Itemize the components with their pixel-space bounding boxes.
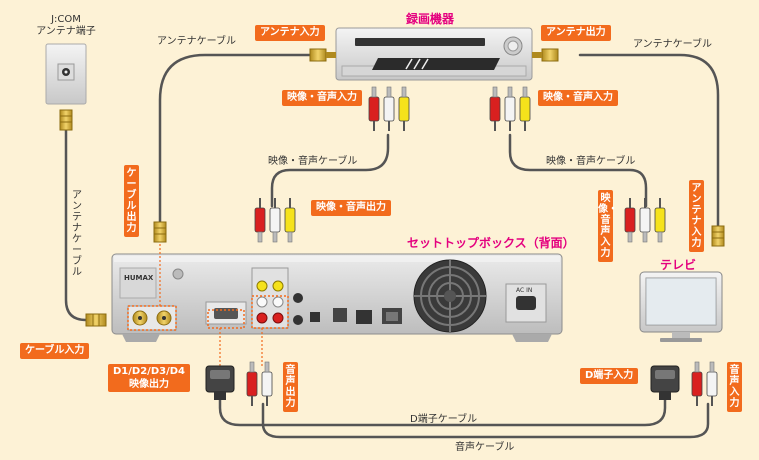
rca-plug-recorder-in-yellow (398, 86, 410, 131)
d-terminal-plug-tv (650, 365, 680, 400)
audio-cable (261, 402, 710, 439)
d-in-tag: D端子入力 (580, 368, 639, 384)
av-cable-right-label: 映像・音声ケーブル (546, 156, 636, 167)
antenna-cable-recorder-to-tv (578, 53, 720, 230)
jcom-wall-outlet (45, 43, 87, 131)
rca-plug-tv-white (639, 198, 651, 243)
av-in-recorder-tag: 映像・音声入力 (282, 90, 362, 106)
av-out-stb-tag: 映像・音声出力 (311, 200, 391, 216)
tv-av-in-tag: 映像・音声入力 (598, 190, 618, 262)
tv-antenna-plug (711, 225, 725, 247)
rca-plug-audio-tv-red (691, 361, 703, 406)
antenna-cable-top-label: アンテナケーブル (157, 36, 236, 47)
stb-brand-label: HUMAX (124, 274, 154, 282)
rca-plug-recorder-out-white (504, 86, 516, 131)
television (639, 271, 723, 342)
stb-title: セットトップボックス（背面） (407, 236, 575, 250)
rca-plug-stb-red (254, 198, 266, 243)
stb-cable-in-plug (85, 313, 107, 327)
jcom-label-line1: J:COM (51, 14, 81, 25)
stb-ac-label: AC IN (516, 287, 532, 294)
stb-cable-out-plug (153, 221, 167, 243)
antenna-cable-right-label: アンテナケーブル (633, 39, 712, 50)
rca-plug-audio-stb-red (246, 361, 258, 406)
av-cable-right (508, 133, 648, 208)
rca-plug-recorder-out-yellow (519, 86, 531, 131)
audio-cable-label: 音声ケーブル (455, 442, 515, 453)
cable-in-tag: ケーブル入力 (20, 343, 90, 359)
rca-plug-recorder-out-red (489, 86, 501, 131)
audio-in-tag: 音声入力 (727, 362, 742, 412)
tv-antenna-in-tag: アンテナ入力 (689, 180, 704, 252)
rca-plug-recorder-in-red (368, 86, 380, 131)
cables (64, 53, 720, 439)
tv-title: テレビ (660, 258, 697, 272)
rca-plug-sets (246, 86, 718, 406)
rca-plug-stb-white (269, 198, 281, 243)
rca-plug-tv-red (624, 198, 636, 243)
d-terminal-cable (218, 398, 667, 427)
rca-plug-audio-tv-white (706, 361, 718, 406)
dotted-leaders (159, 244, 263, 368)
jcom-label: J:COM アンテナ端子 (34, 14, 98, 38)
d-out-tag: D1/D2/D3/D4 映像出力 (108, 364, 190, 392)
rca-plug-stb-yellow (284, 198, 296, 243)
antenna-in-recorder-tag: アンテナ入力 (255, 25, 325, 41)
antenna-cable-left-label: アンテナケーブル (72, 190, 82, 278)
d-out-tag-line2: 映像出力 (129, 379, 169, 390)
recorder-device (309, 27, 559, 81)
av-cable-left-label: 映像・音声ケーブル (268, 156, 358, 167)
av-out-recorder-tag: 映像・音声入力 (538, 90, 618, 106)
rca-plug-audio-stb-white (261, 361, 273, 406)
rca-plug-tv-yellow (654, 198, 666, 243)
rca-plug-recorder-in-white (383, 86, 395, 131)
d-terminal-plug-stb (205, 365, 235, 400)
d-cable-label: D端子ケーブル (410, 414, 478, 425)
av-cable-left (270, 133, 390, 208)
recorder-title: 録画機器 (406, 12, 455, 26)
audio-out-tag: 音声出力 (283, 362, 298, 412)
antenna-out-recorder-tag: アンテナ出力 (541, 25, 611, 41)
d-out-tag-line1: D1/D2/D3/D4 (113, 366, 185, 377)
antenna-cable-stb-to-recorder (158, 53, 312, 227)
set-top-box-rear (111, 253, 563, 342)
cable-out-tag: ケーブル出力 (124, 165, 139, 237)
jcom-label-line2: アンテナ端子 (36, 26, 96, 37)
